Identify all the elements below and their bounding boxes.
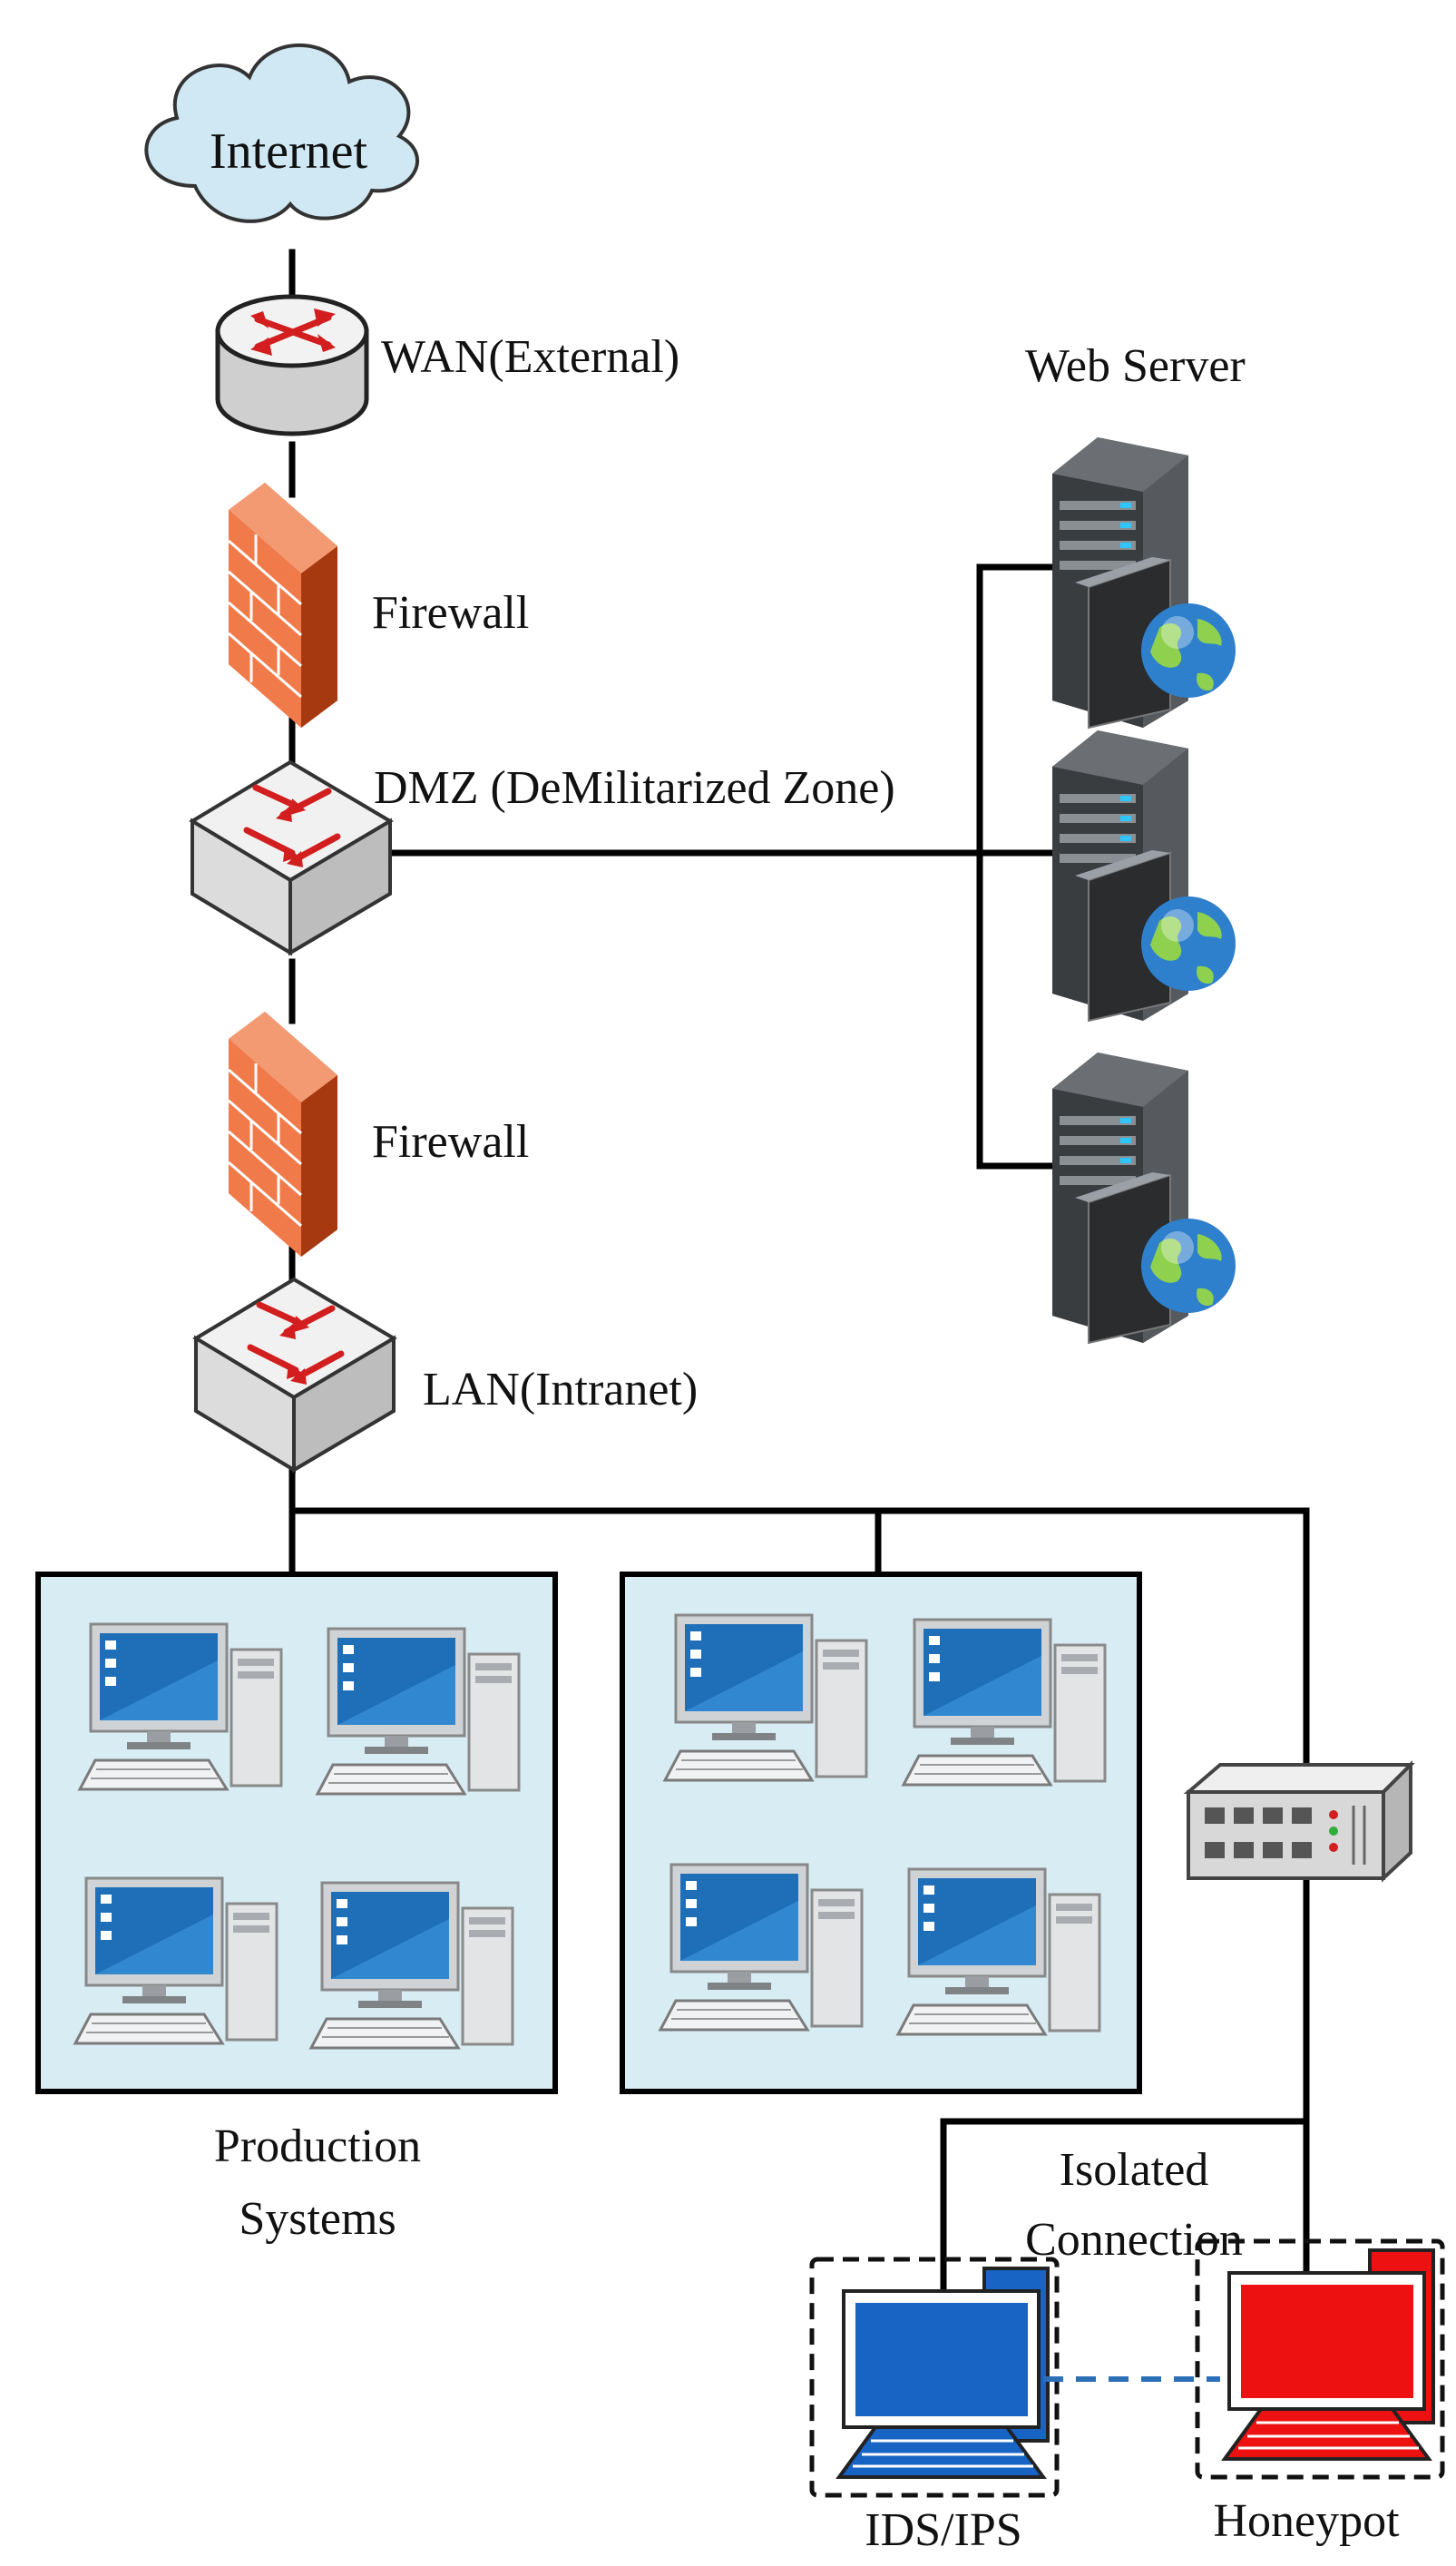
internet-cloud-icon: [144, 44, 419, 223]
wan-label: WAN(External): [381, 331, 679, 383]
firewall-top-icon: [227, 481, 339, 730]
firewall-bottom-icon: [227, 1010, 339, 1259]
network-hub-icon: [1183, 1760, 1415, 1883]
production-label-line2: Systems: [239, 2193, 396, 2245]
lan-label: LAN(Intranet): [423, 1364, 698, 1415]
dmz-label: DMZ (DeMilitarized Zone): [374, 762, 895, 814]
lan-switch-icon: [196, 1279, 394, 1470]
web-server-1-icon: [1051, 436, 1236, 729]
workstation-3-icon: [73, 1876, 278, 2045]
web-server-2-icon: [1051, 730, 1236, 1022]
web-server-label: Web Server: [1025, 340, 1246, 392]
workstation-8-icon: [896, 1867, 1101, 2036]
production-label-line1: Production: [214, 2120, 421, 2172]
honeypot-computer-icon: [1195, 2238, 1445, 2480]
workstation-6-icon: [902, 1618, 1107, 1787]
connection-lines: [288, 249, 1310, 2290]
workstation-2-icon: [316, 1627, 521, 1796]
internet-label: Internet: [210, 123, 368, 180]
ids-label: IDS/IPS: [865, 2504, 1021, 2556]
honeypot-label: Honeypot: [1213, 2495, 1400, 2547]
firewall-top-label: Firewall: [372, 587, 529, 639]
workstation-4-icon: [309, 1881, 514, 2050]
ids-computer-icon: [809, 2257, 1060, 2498]
isolated-label-line1: Isolated: [1060, 2144, 1209, 2196]
workstation-5-icon: [663, 1613, 868, 1782]
dmz-switch-icon: [192, 762, 390, 953]
workstation-7-icon: [659, 1863, 864, 2032]
web-server-3-icon: [1051, 1052, 1236, 1344]
router-icon: [215, 294, 369, 436]
workstation-1-icon: [78, 1622, 283, 1791]
firewall-bottom-label: Firewall: [372, 1116, 529, 1168]
